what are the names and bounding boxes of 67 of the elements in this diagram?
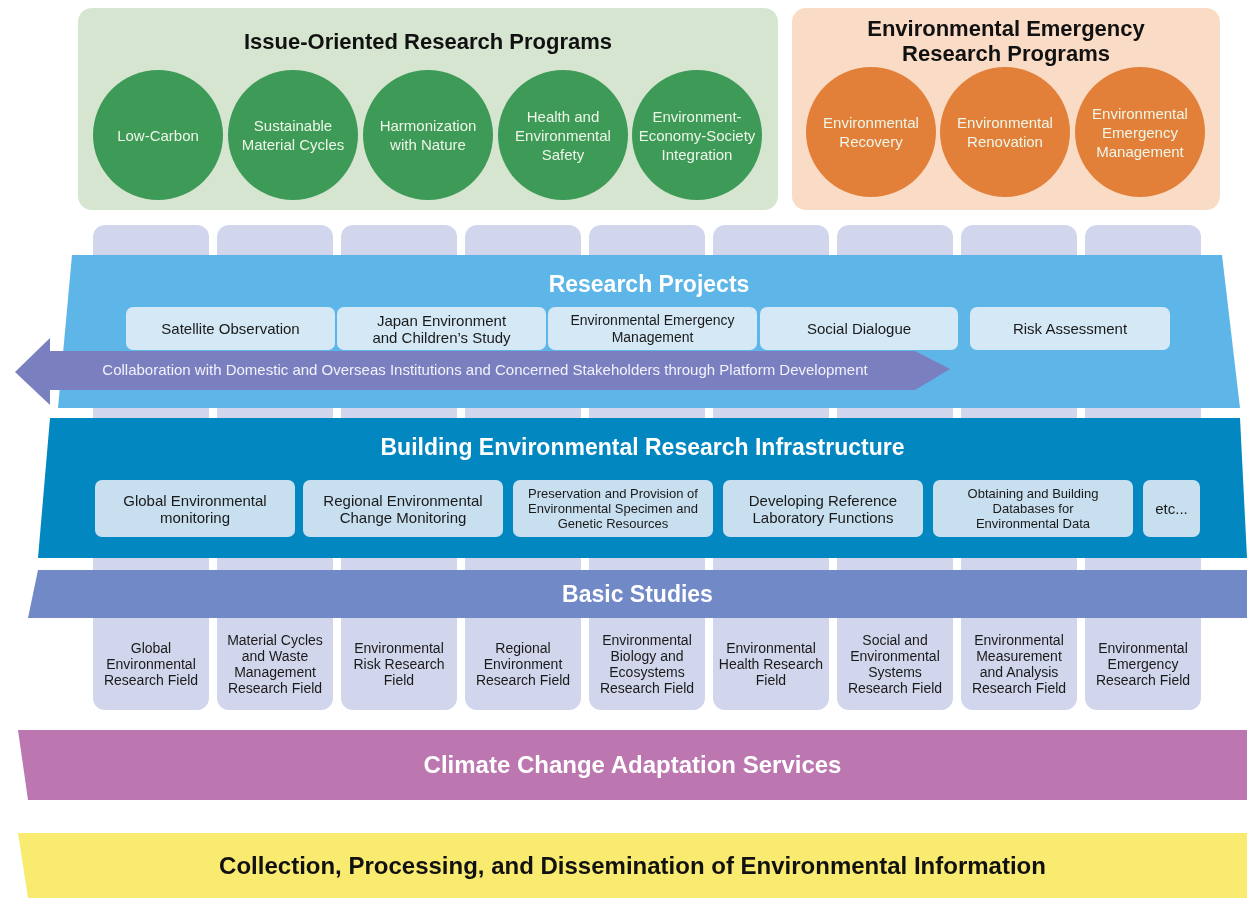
- research-field-column: [961, 618, 1077, 710]
- item-label: Global Environmental monitoring: [122, 491, 268, 526]
- item-box: [126, 307, 335, 350]
- item-label: Preservation and Provision of Environmental Specimen and Genetic Resources: [527, 486, 699, 531]
- research-field-column: [341, 618, 457, 710]
- program-label: Low-Carbon: [117, 125, 199, 145]
- item-box: [760, 307, 958, 350]
- research-field-column: [217, 618, 333, 710]
- item-box: [1143, 480, 1200, 537]
- item-box: [337, 307, 546, 350]
- item-box: [513, 480, 713, 537]
- arrow-label: Collaboration with Domestic and Overseas Institutions and Concerned Stakeholders through Platform Development: [102, 360, 868, 378]
- column-tab: [713, 225, 829, 255]
- field-label: Environmental Risk Research Field: [352, 640, 446, 688]
- column-tab: [465, 225, 581, 255]
- research-field-column: [93, 618, 209, 710]
- item-label: Social Dialogue: [806, 320, 912, 337]
- item-label: Obtaining and Building Databases for Environmental Data: [966, 486, 1100, 531]
- program-panel: [78, 8, 778, 210]
- field-label: Environmental Biology and Ecosystems Research Field: [598, 632, 696, 696]
- field-label: Regional Environment Research Field: [474, 640, 572, 688]
- item-box: [303, 480, 503, 537]
- item-box: [933, 480, 1133, 537]
- field-label: Environmental Measurement and Analysis Research Field: [970, 632, 1068, 696]
- item-box: [723, 480, 923, 537]
- band-title: Collection, Processing, and Dissemination of Environmental Information: [219, 851, 1046, 880]
- research-field-column: [465, 618, 581, 710]
- band-title: Research Projects: [548, 270, 750, 298]
- research-field-column: [837, 618, 953, 710]
- item-label: Japan Environment and Children’s Study: [371, 311, 512, 346]
- program-label: Environmental Renovation: [956, 113, 1054, 151]
- program-panel: [792, 8, 1220, 210]
- field-label: Global Environmental Research Field: [102, 640, 200, 688]
- item-label: Environmental Emergency Management: [569, 311, 736, 346]
- item-box: [548, 307, 757, 350]
- band-title: Basic Studies: [562, 580, 713, 608]
- research-field-column: [1085, 618, 1201, 710]
- item-box: [970, 307, 1170, 350]
- column-tab: [217, 225, 333, 255]
- item-label: Satellite Observation: [161, 320, 300, 337]
- column-tab: [93, 225, 209, 255]
- item-label: etc...: [1155, 500, 1188, 517]
- panel-title: Issue-Oriented Research Programs: [243, 28, 612, 54]
- research-field-column: [589, 618, 705, 710]
- field-label: Material Cycles and Waste Management Research Field: [226, 632, 324, 696]
- band-title: Climate Change Adaptation Services: [423, 751, 842, 779]
- column-tab: [341, 225, 457, 255]
- program-label: Harmonization with Nature: [378, 116, 478, 154]
- program-label: Environmental Recovery: [822, 113, 920, 151]
- program-label: Environmental Emergency Management: [1091, 103, 1189, 161]
- column-tab: [961, 225, 1077, 255]
- band-title: Building Environmental Research Infrastructure: [380, 433, 905, 461]
- item-label: Regional Environmental Change Monitoring: [322, 491, 484, 526]
- program-label: Health and Environmental Safety: [514, 106, 612, 164]
- item-label: Developing Reference Laboratory Functions: [747, 491, 899, 526]
- program-label: Environment-Economy-Society Integration: [638, 106, 756, 164]
- item-box: [95, 480, 295, 537]
- column-tab: [589, 225, 705, 255]
- program-label: Sustainable Material Cycles: [240, 116, 346, 154]
- column-tab: [837, 225, 953, 255]
- field-label: Environmental Emergency Research Field: [1094, 640, 1192, 688]
- field-label: Environmental Health Research Field: [717, 640, 825, 688]
- column-tab: [1085, 225, 1201, 255]
- item-label: Risk Assessment: [1012, 320, 1128, 337]
- field-label: Social and Environmental Systems Research Field: [846, 632, 944, 696]
- research-field-column: [713, 618, 829, 710]
- panel-title: Environmental Emergency Research Programs: [866, 16, 1146, 66]
